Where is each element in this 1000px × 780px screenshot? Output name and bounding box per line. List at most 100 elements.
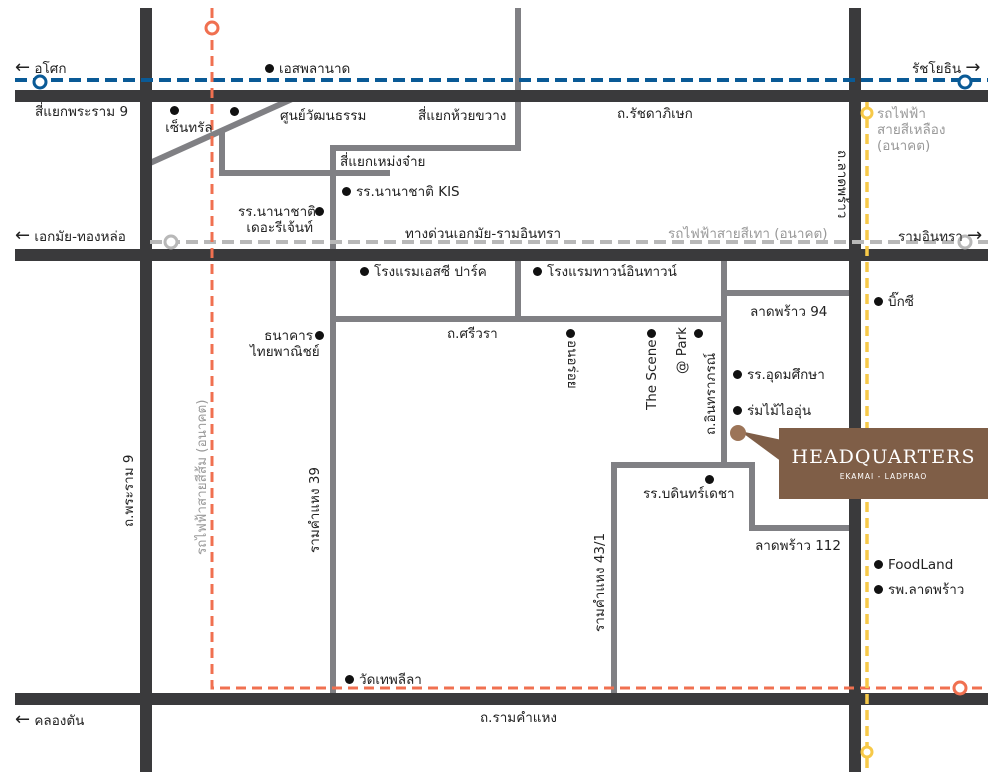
poi-dot-icon <box>360 266 369 276</box>
poi-dot-icon <box>874 559 883 569</box>
label-gray-line: รถไฟฟ้าสายสีเทา (อนาคต) <box>668 226 828 242</box>
label-line: สายสีเหลือง <box>877 122 946 138</box>
direction-label: อโศก <box>34 61 67 77</box>
orange-line <box>210 8 988 690</box>
poi-on-aroi: อนอร่อย <box>564 340 580 389</box>
poi-dot-icon <box>705 474 714 484</box>
hq-callout[interactable]: HEADQUARTERS EKAMAI - LADPRAO <box>779 428 988 499</box>
poi-dot-icon <box>265 63 274 73</box>
arrow-right-icon: → <box>967 225 983 246</box>
label-ladprao94: ลาดพร้าว 94 <box>750 304 828 320</box>
poi-dot-icon <box>694 328 703 338</box>
label-rama9-junction: สี่แยกพระราม 9 <box>35 104 129 120</box>
poi-dot-icon <box>647 328 656 338</box>
poi-label: โรงแรมเอสซี ปาร์ค <box>374 264 487 280</box>
label-intharaporn: ถ.อินทราภรณ์ <box>703 352 719 435</box>
label-ratchada: ถ.รัชดาภิเษก <box>617 106 693 122</box>
poi-wat-thep-leela: วัดเทพลีลา <box>345 672 422 688</box>
label-mengjai: สี่แยกเหม่งจ๋าย <box>340 154 426 170</box>
poi-at-park: @ Park <box>674 327 690 374</box>
poi-on-aroi-dot <box>566 326 580 342</box>
hq-title: HEADQUARTERS <box>791 446 976 468</box>
hq-subtitle: EKAMAI - LADPRAO <box>839 472 928 481</box>
poi-label: FoodLand <box>888 557 954 573</box>
poi-dot-icon <box>874 584 883 594</box>
direction-asok: ← อโศก <box>15 57 67 78</box>
poi-dot-icon <box>733 405 742 415</box>
poi-ladprao-hospital: รพ.ลาดพร้าว <box>874 582 964 598</box>
poi-dot-icon <box>230 106 239 116</box>
poi-dot-icon <box>533 266 542 276</box>
label-ramkhamhaeng43-1: รามคำแหง 43/1 <box>592 532 608 632</box>
poi-the-scene-dot <box>647 326 661 342</box>
poi-at-park-dot <box>694 326 708 342</box>
poi-dot-icon <box>315 330 324 340</box>
poi-bodindecha: รร.บดินทร์เดชา <box>643 486 735 502</box>
hq-location-marker[interactable] <box>730 425 746 441</box>
poi-regent: รร.นานาชาติเดอะรีเจ้นท์ <box>238 204 316 236</box>
direction-khlong-tan: ← คลองตัน <box>15 709 85 730</box>
poi-bodindecha-dot <box>705 472 719 488</box>
arrow-left-icon: ← <box>15 225 31 246</box>
road-soi-43-1 <box>611 462 855 699</box>
poi-label: วัดเทพลีลา <box>359 672 422 688</box>
poi-cultural-center-dot <box>230 104 244 120</box>
poi-rom-mai: ร่มไม้ไออุ่น <box>733 403 811 419</box>
poi-dot-icon <box>169 105 179 115</box>
poi-label: เอสพลานาด <box>279 61 351 77</box>
label-ladprao112: ลาดพร้าว 112 <box>755 538 841 554</box>
station-icon <box>860 106 874 120</box>
poi-scb: ธนาคารไทยพาณิชย์ <box>250 328 320 360</box>
label-ramkhamhaeng39: รามคำแหง 39 <box>307 466 323 553</box>
label-line: (อนาคต) <box>877 138 931 154</box>
label-orange-line: รถไฟฟ้าสายสีส้ม (อนาคต) <box>194 399 210 555</box>
poi-label: รร.นานาชาติ <box>238 204 316 220</box>
station-icon <box>204 20 220 36</box>
poi-dot-icon <box>345 674 354 684</box>
station-icon <box>32 74 48 90</box>
arrow-left-icon: ← <box>15 709 31 730</box>
poi-town-in-town: โรงแรมทาวน์อินทาวน์ <box>533 264 677 280</box>
poi-dot-icon <box>733 369 742 379</box>
label-rama9-rd: ถ.พระราม 9 <box>121 454 137 527</box>
label-line: รถไฟฟ้า <box>877 106 926 122</box>
poi-dot-icon <box>342 186 351 196</box>
road-mengjai <box>330 8 521 699</box>
direction-ratchayothin: รัชโยธิน → <box>912 57 981 78</box>
poi-label: ไทยพาณิชย์ <box>250 344 320 360</box>
poi-label: รร.นานาชาติ KIS <box>356 184 460 200</box>
label-yellow-line: รถไฟฟ้า สายสีเหลือง (อนาคต) <box>877 106 945 154</box>
poi-label: บิ๊กซี <box>888 294 914 310</box>
station-icon <box>163 234 179 250</box>
direction-label: รามอินทรา <box>898 229 963 245</box>
poi-label: เดอะรีเจ้นท์ <box>246 220 313 236</box>
poi-big-c: บิ๊กซี <box>874 294 914 310</box>
station-icon <box>957 234 973 250</box>
poi-udom-suksa: รร.อุดมศึกษา <box>733 367 825 383</box>
poi-dot-icon <box>874 296 883 306</box>
poi-the-scene: The Scene <box>644 339 660 410</box>
poi-central: เซ็นทรัล <box>164 104 214 136</box>
direction-label: รัชโยธิน <box>912 61 962 77</box>
direction-label: เอกมัย-ทองหล่อ <box>34 229 126 245</box>
poi-esplanade: เอสพลานาด <box>265 61 350 77</box>
arrow-right-icon: → <box>965 57 981 78</box>
poi-regent-dot <box>315 204 329 220</box>
arrow-left-icon: ← <box>15 57 31 78</box>
direction-ekkamai: ← เอกมัย-ทองหล่อ <box>15 225 126 246</box>
poi-foodland: FoodLand <box>874 557 953 573</box>
station-icon <box>957 74 973 90</box>
poi-scb-dot <box>315 328 329 344</box>
poi-dot-icon <box>566 328 575 338</box>
label-expressway: ทางด่วนเอกมัย-รามอินทรา <box>405 226 562 242</box>
poi-label: รพ.ลาดพร้าว <box>888 582 965 598</box>
label-ladprao-rd: ถ.ลาดพร้าว <box>834 150 850 219</box>
poi-label: โรงแรมทาวน์อินทาวน์ <box>547 264 677 280</box>
poi-label: ร่มไม้ไออุ่น <box>747 403 812 419</box>
poi-label: รร.อุดมศึกษา <box>747 367 825 383</box>
direction-label: คลองตัน <box>34 713 85 729</box>
poi-label: เซ็นทรัล <box>165 120 213 136</box>
poi-sc-park: โรงแรมเอสซี ปาร์ค <box>360 264 487 280</box>
